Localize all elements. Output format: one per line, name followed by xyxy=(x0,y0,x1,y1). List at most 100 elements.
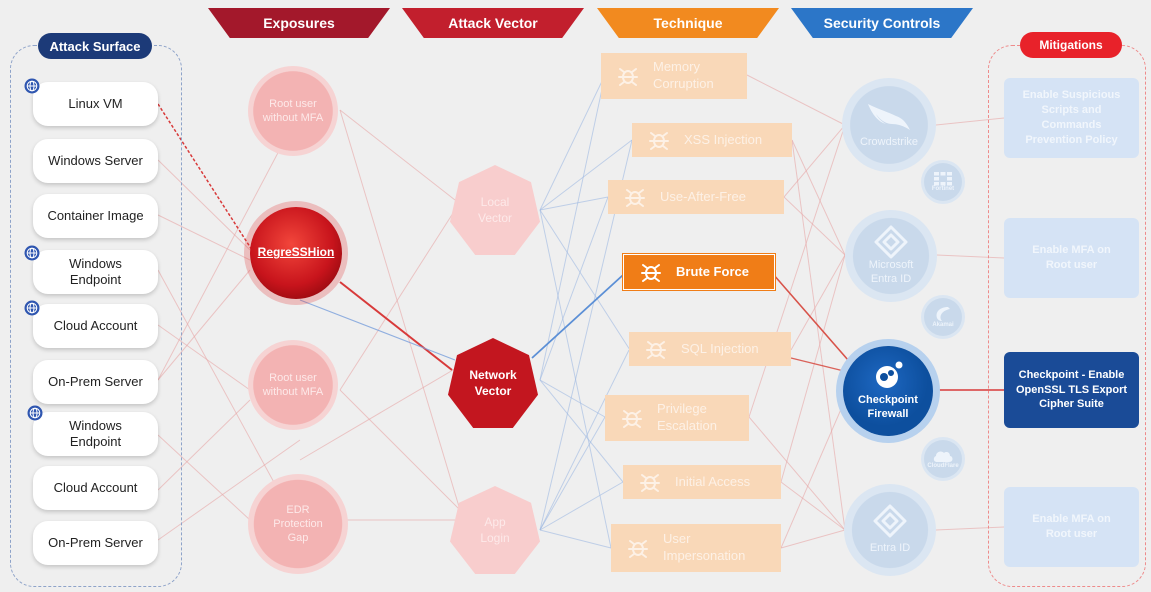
cloud-icon xyxy=(933,451,953,462)
connector-line xyxy=(790,254,846,351)
control-label: Microsoft Entra ID xyxy=(868,259,914,285)
connector-line xyxy=(539,209,631,351)
connector-line xyxy=(339,109,456,201)
control-label: Checkpoint Firewall xyxy=(858,393,918,420)
exposure-root-user-without-mfa[interactable]: Root user without MFA xyxy=(248,340,338,430)
globe-icon xyxy=(24,78,40,94)
connector-line xyxy=(157,269,251,381)
asset-cloud-account[interactable]: Cloud Account xyxy=(33,466,158,510)
connector-line xyxy=(339,389,471,521)
asset-cloud-account[interactable]: Cloud Account xyxy=(33,304,158,348)
asset-on-prem-server[interactable]: On-Prem Server xyxy=(33,360,158,404)
control-label: Crowdstrike xyxy=(859,136,919,149)
control-checkpoint-firewall[interactable]: Checkpoint Firewall xyxy=(843,346,933,436)
technique-memory-corruption[interactable]: Memory Corruption xyxy=(601,53,747,99)
bug-icon xyxy=(613,65,643,87)
mitigation-item[interactable]: Checkpoint - Enable OpenSSL TLS Export C… xyxy=(1004,352,1139,428)
asset-windows-server[interactable]: Windows Server xyxy=(33,139,158,183)
exposure-edr-protection-gap[interactable]: EDR Protection Gap xyxy=(248,474,348,574)
connector-line xyxy=(299,359,471,461)
technique-label: Brute Force xyxy=(676,263,749,279)
vendor-fortinet[interactable]: Fortinet xyxy=(924,163,962,201)
connector-line xyxy=(791,139,846,256)
bug-icon xyxy=(641,338,671,360)
attack-vector-local[interactable]: Local Vector xyxy=(450,165,540,255)
header-security-controls: Security Controls xyxy=(791,8,973,38)
connector-line xyxy=(157,399,251,491)
falcon-icon xyxy=(868,104,910,131)
mitigation-item[interactable]: Enable Suspicious Scripts and Commands P… xyxy=(1004,78,1139,158)
entra-diamond-icon xyxy=(873,504,907,538)
mitigations-label: Mitigations xyxy=(1020,32,1122,58)
technique-use-after-free[interactable]: Use-After-Free xyxy=(608,180,784,214)
header-technique: Technique xyxy=(597,8,779,38)
bug-icon xyxy=(635,471,665,493)
asset-windows-endpoint[interactable]: Windows Endpoint xyxy=(33,412,158,456)
connector-line xyxy=(539,196,609,211)
asset-windows-endpoint[interactable]: Windows Endpoint xyxy=(33,250,158,294)
connector-line xyxy=(157,214,251,261)
asset-on-prem-server[interactable]: On-Prem Server xyxy=(33,521,158,565)
technique-label: XSS Injection xyxy=(684,131,763,147)
connector-line xyxy=(539,416,606,531)
bug-icon xyxy=(644,129,674,151)
bug-icon xyxy=(620,186,650,208)
vendor-akamai[interactable]: Akamai xyxy=(924,298,962,336)
technique-sql-injection[interactable]: SQL Injection xyxy=(629,332,791,366)
technique-label: Use-After-Free xyxy=(660,188,746,204)
vendor-label: CloudFlare xyxy=(927,463,959,469)
bug-icon xyxy=(617,407,647,429)
asset-linux-vm[interactable]: Linux VM xyxy=(33,82,158,126)
exposure-regresshion[interactable]: RegreSSHion xyxy=(250,207,342,299)
connector-line xyxy=(157,129,291,381)
control-microsoft-entra-id[interactable]: Microsoft Entra ID xyxy=(845,210,937,302)
connector-line xyxy=(935,526,1005,531)
connector-line xyxy=(780,529,846,549)
technique-xss-injection[interactable]: XSS Injection xyxy=(632,123,792,157)
connector-line xyxy=(780,254,846,483)
technique-user-impersonation[interactable]: User Impersonation xyxy=(611,524,781,572)
technique-label: User Impersonation xyxy=(663,531,746,563)
connector-line xyxy=(299,299,456,361)
attack-surface-label: Attack Surface xyxy=(38,33,152,59)
technique-label: Initial Access xyxy=(675,473,751,489)
technique-label: Privilege Escalation xyxy=(657,401,717,433)
mitigation-item[interactable]: Enable MFA on Root user xyxy=(1004,487,1139,567)
connector-line xyxy=(539,379,606,418)
header-attack-vector: Attack Vector xyxy=(402,8,584,38)
asset-container-image[interactable]: Container Image xyxy=(33,194,158,238)
connector-line xyxy=(783,196,846,256)
connector-line xyxy=(780,399,846,549)
connector-line xyxy=(539,196,609,381)
connector-line xyxy=(539,529,612,549)
connector-line xyxy=(339,109,461,511)
vendor-label: Fortinet xyxy=(931,186,955,192)
technique-privilege-escalation[interactable]: Privilege Escalation xyxy=(605,395,749,441)
header-exposures: Exposures xyxy=(208,8,390,38)
akamai-swoosh-icon xyxy=(936,307,950,321)
connector-line xyxy=(935,117,1005,126)
vendor-cloudflare[interactable]: CloudFlare xyxy=(924,440,962,478)
connector-line xyxy=(780,481,846,531)
technique-initial-access[interactable]: Initial Access xyxy=(623,465,781,499)
entra-diamond-icon xyxy=(874,225,908,259)
attack-vector-app-login[interactable]: App Login xyxy=(450,486,540,574)
mitigation-item[interactable]: Enable MFA on Root user xyxy=(1004,218,1139,298)
fortinet-grid-icon xyxy=(934,172,952,186)
control-entra-id[interactable]: Entra ID xyxy=(844,484,936,576)
attack-vector-network[interactable]: Network Vector xyxy=(448,338,538,428)
connector-line xyxy=(746,74,846,126)
connector-line xyxy=(157,434,251,521)
connector-line xyxy=(539,349,630,531)
vendor-label: Akamai xyxy=(932,322,954,328)
connector-line xyxy=(539,74,606,211)
technique-label: SQL Injection xyxy=(681,340,759,356)
control-crowdstrike[interactable]: Crowdstrike xyxy=(842,78,936,172)
connector-line xyxy=(539,74,606,381)
connector-line xyxy=(783,124,846,198)
exposure-root-user-without-mfa[interactable]: Root user without MFA xyxy=(248,66,338,156)
connector-line xyxy=(157,103,253,251)
technique-brute-force[interactable]: Brute Force xyxy=(623,254,775,290)
